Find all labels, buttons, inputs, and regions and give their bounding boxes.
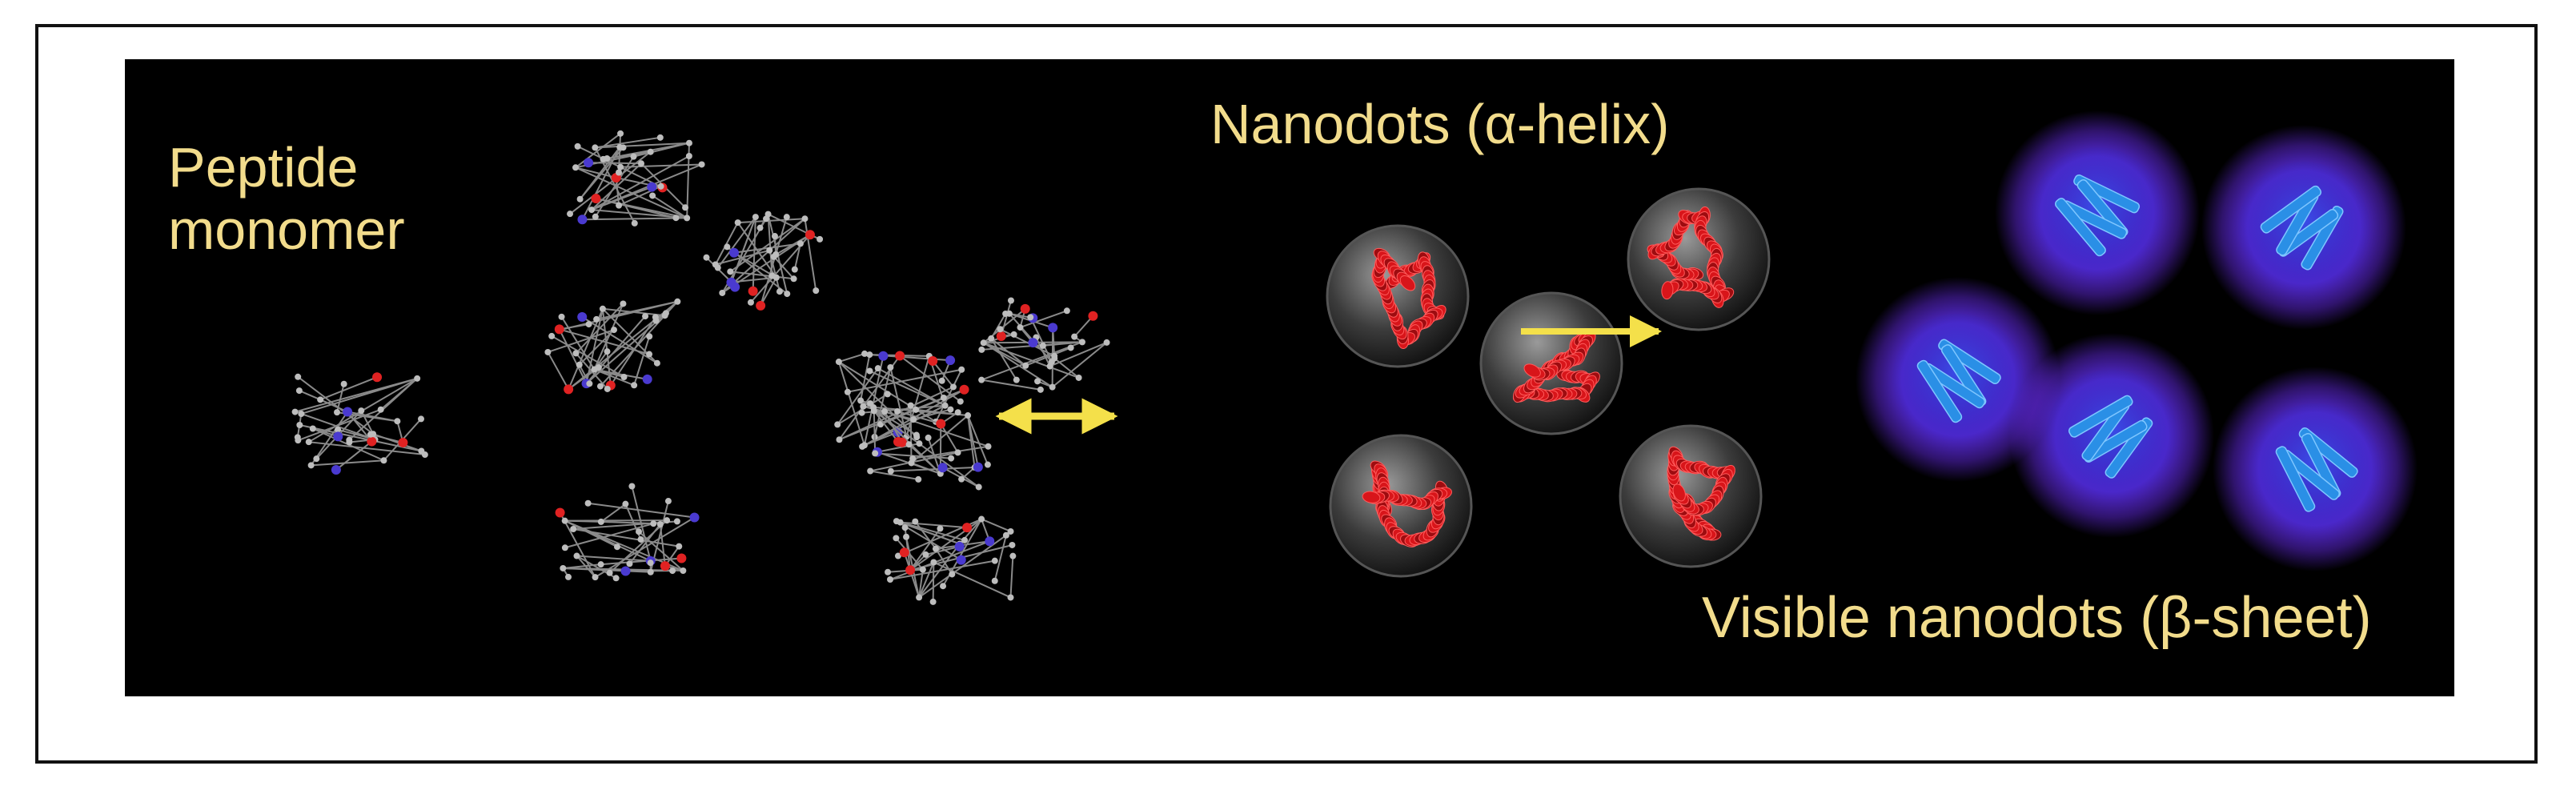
helix-nanodot [1627,187,1771,331]
sheet-nanodot [1995,110,2200,315]
peptide-monomer-molecule [544,298,681,395]
peptide-monomer-molecule [978,297,1110,393]
peptide-monomer-molecule [567,130,705,227]
sheet-nanodot-group [1856,110,2418,571]
sheet-nanodot [1856,277,2060,482]
helix-nanodot [1479,291,1623,435]
sheet-nanodot [2213,367,2418,571]
peptide-monomer-label-line1: Peptide [168,136,359,198]
helix-nanodot [1619,424,1763,568]
helix-nanodot [1329,434,1473,578]
figure-panel: Peptide monomer Nanodots (α-helix) Visib… [125,59,2454,696]
peptide-monomer-molecule [555,483,700,582]
peptide-monomer-label: Peptide monomer [168,136,405,262]
sheet-nanodot [2009,333,2214,538]
peptide-monomer-molecule [860,402,992,491]
helix-nanodot [1326,224,1470,368]
helix-nanodot-group [1326,187,1771,578]
peptide-monomer-molecule [885,515,1017,605]
sheet-nanodots-label: Visible nanodots (β-sheet) [1702,586,2372,650]
sheet-nanodot [2201,125,2406,330]
peptide-monomer-label-line2: monomer [168,198,405,262]
peptide-monomer-group [291,130,1110,605]
peptide-monomer-molecule [291,372,428,475]
peptide-monomer-molecule [703,211,824,311]
figure-artwork [291,110,2418,605]
helix-nanodots-label: Nanodots (α-helix) [1210,93,1670,155]
